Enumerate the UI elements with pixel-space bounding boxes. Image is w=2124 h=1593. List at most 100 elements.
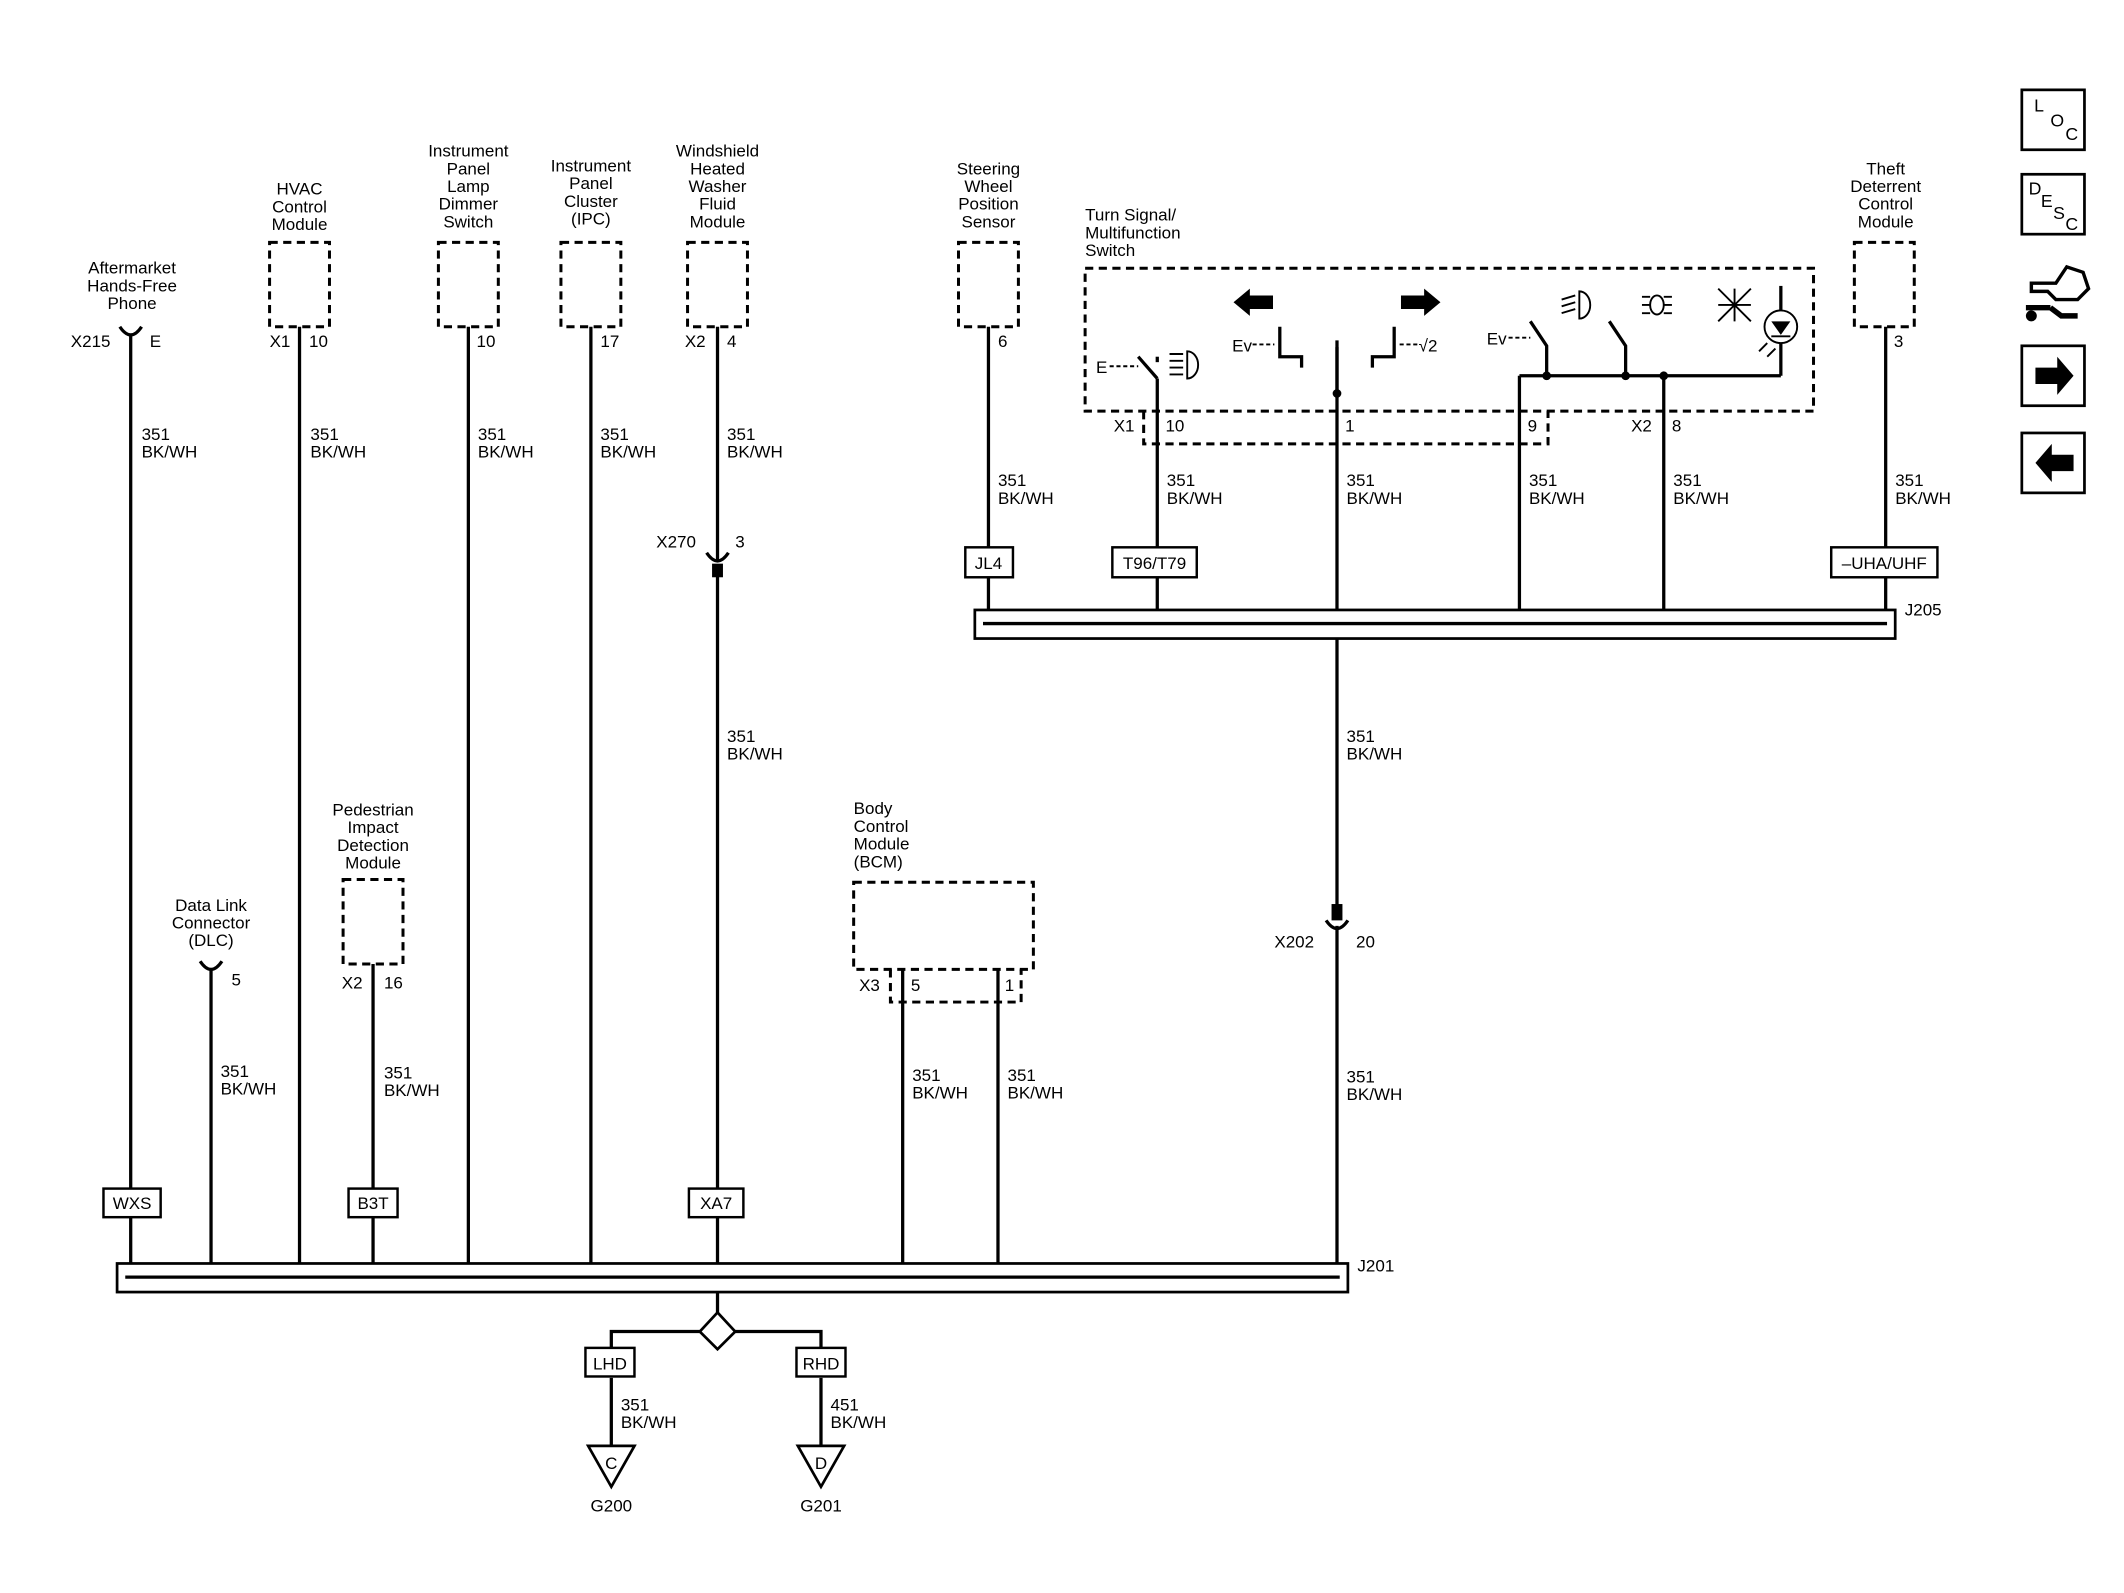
svg-text:Steering: Steering <box>957 159 1020 178</box>
svg-text:Washer: Washer <box>689 177 747 196</box>
option-box-lhd <box>584 1346 636 1378</box>
svg-text:451: 451 <box>831 1396 859 1415</box>
connector-label: X3 <box>859 976 880 995</box>
svg-text:E: E <box>1096 358 1107 377</box>
svg-text:Position: Position <box>958 195 1018 214</box>
module-label-washer: Windshield Heated Washer Fluid Module <box>676 142 759 232</box>
svg-text:BK/WH: BK/WH <box>1347 745 1403 764</box>
svg-text:BK/WH: BK/WH <box>600 442 656 461</box>
svg-text:E: E <box>2041 191 2053 211</box>
svg-text:Ev: Ev <box>1487 329 1507 348</box>
svg-text:O: O <box>2050 111 2064 131</box>
pin-label: 4 <box>727 332 736 351</box>
svg-text:Instrument: Instrument <box>551 157 632 176</box>
svg-text:BK/WH: BK/WH <box>1008 1084 1064 1103</box>
svg-text:Module: Module <box>272 215 328 234</box>
loc-button[interactable]: L O C <box>2020 88 2086 152</box>
pin-label: 8 <box>1672 417 1681 436</box>
high-beam-icon <box>1169 350 1200 380</box>
connector-harness-icon[interactable] <box>2025 264 2091 322</box>
svg-text:Panel: Panel <box>447 159 490 178</box>
svg-text:BK/WH: BK/WH <box>310 442 366 461</box>
svg-text:C: C <box>605 1454 617 1473</box>
pin-label: 17 <box>600 332 619 351</box>
turn-signal-internals: E Ev √2 Ev <box>1096 285 1799 394</box>
svg-text:351: 351 <box>998 471 1026 490</box>
ground-g201: D G201 <box>795 1444 847 1515</box>
module-label-ipc: Instrument Panel Cluster (IPC) <box>551 157 632 229</box>
next-page-button[interactable] <box>2020 344 2086 408</box>
ground-g200: C G200 <box>585 1444 637 1515</box>
svg-text:Phone: Phone <box>107 294 156 313</box>
svg-text:√2: √2 <box>1419 336 1438 355</box>
svg-text:Multifunction: Multifunction <box>1085 223 1180 242</box>
svg-text:Module: Module <box>690 212 746 231</box>
module-label-steering-sensor: Steering Wheel Position Sensor <box>957 159 1020 231</box>
svg-text:Switch: Switch <box>1085 241 1135 260</box>
indicator-led-icon <box>1758 309 1799 358</box>
svg-text:Fluid: Fluid <box>699 195 736 214</box>
svg-text:BK/WH: BK/WH <box>221 1080 277 1099</box>
pin-label: 10 <box>477 332 496 351</box>
pin-label: 9 <box>1528 417 1537 436</box>
svg-text:BK/WH: BK/WH <box>1895 489 1951 508</box>
svg-text:351: 351 <box>912 1066 940 1085</box>
dimmer-switch-box <box>436 240 500 329</box>
option-box-xa7 <box>687 1187 745 1219</box>
module-label-pedestrian: Pedestrian Impact Detection Module <box>332 801 413 873</box>
svg-text:C: C <box>2065 214 2078 234</box>
svg-text:Lamp: Lamp <box>447 177 490 196</box>
svg-text:Sensor: Sensor <box>962 212 1016 231</box>
pin-label: 1 <box>1345 417 1354 436</box>
turn-left-arrow-icon <box>1233 288 1274 316</box>
svg-text:Windshield: Windshield <box>676 142 759 161</box>
svg-text:Control: Control <box>1858 195 1913 214</box>
pin-label: 20 <box>1356 933 1375 952</box>
svg-text:351: 351 <box>1347 1067 1375 1086</box>
svg-text:Turn Signal/: Turn Signal/ <box>1085 206 1176 225</box>
option-box-jl4 <box>964 546 1015 579</box>
svg-text:BK/WH: BK/WH <box>478 442 534 461</box>
option-box-b3t <box>347 1187 399 1219</box>
steering-sensor-box <box>956 240 1020 329</box>
svg-text:BK/WH: BK/WH <box>1347 489 1403 508</box>
svg-text:D: D <box>815 1454 827 1473</box>
svg-text:Control: Control <box>272 197 327 216</box>
svg-text:(DLC): (DLC) <box>188 931 233 950</box>
connector-label: X1 <box>1114 417 1135 436</box>
module-label-turn-signal: Turn Signal/ Multifunction Switch <box>1085 206 1180 260</box>
turn-right-arrow-icon <box>1400 288 1441 316</box>
washer-module-box <box>686 240 749 329</box>
svg-text:Dimmer: Dimmer <box>439 195 499 214</box>
svg-text:351: 351 <box>1529 471 1557 490</box>
module-label-theft: Theft Deterrent Control Module <box>1850 159 1921 231</box>
turn-signal-switch-box <box>1083 266 1816 413</box>
pin-label: 1 <box>1005 976 1014 995</box>
module-label-hvac: HVAC Control Module <box>272 180 328 234</box>
option-label-wxs: WXS <box>113 1194 152 1213</box>
svg-text:J205: J205 <box>1905 600 1942 619</box>
svg-text:Wheel: Wheel <box>964 177 1012 196</box>
svg-text:Instrument: Instrument <box>428 142 509 161</box>
svg-text:351: 351 <box>221 1062 249 1081</box>
prev-page-button[interactable] <box>2020 431 2086 495</box>
svg-text:BK/WH: BK/WH <box>621 1413 677 1432</box>
pin-label: 5 <box>231 971 240 990</box>
svg-text:Heated: Heated <box>690 159 745 178</box>
pin-label: 3 <box>1894 332 1903 351</box>
pin-label: 10 <box>1165 417 1184 436</box>
svg-text:351: 351 <box>384 1063 412 1082</box>
svg-text:351: 351 <box>478 425 506 444</box>
svg-text:BK/WH: BK/WH <box>142 442 198 461</box>
svg-text:Hands-Free: Hands-Free <box>87 276 177 295</box>
option-box-uha <box>1829 546 1939 579</box>
turn-signal-connector-box <box>1142 411 1550 446</box>
desc-button[interactable]: D E S C <box>2020 172 2086 236</box>
hvac-module-box <box>268 240 331 329</box>
svg-text:351: 351 <box>727 425 755 444</box>
svg-text:G200: G200 <box>591 1496 633 1515</box>
ipc-box <box>559 240 623 329</box>
svg-text:Body: Body <box>854 799 893 818</box>
svg-text:Panel: Panel <box>569 174 612 193</box>
